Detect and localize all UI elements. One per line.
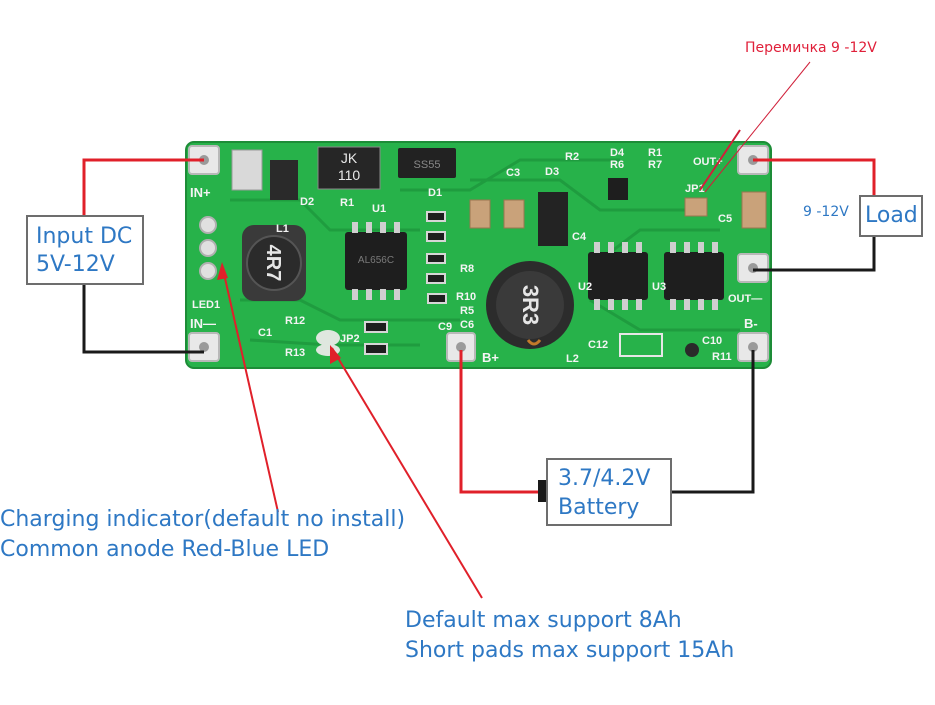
silk-c5: C5 [718, 213, 732, 225]
wire-load-negative [753, 236, 876, 272]
jumper-note: Перемичка 9 -12V [745, 40, 877, 56]
silk-r13: R13 [285, 347, 305, 359]
silk-c4: C4 [572, 231, 587, 243]
silk-r7: R7 [648, 159, 662, 171]
smd-diode [398, 148, 456, 178]
pointer-default-support [331, 347, 483, 599]
silk-r1: R1 [340, 197, 354, 209]
silk-l2: L2 [566, 353, 579, 365]
chip-u1 [345, 232, 407, 290]
silk-c10: C10 [702, 335, 722, 347]
default-support-note: Default max support 8Ah Short pads max s… [405, 606, 734, 666]
silk-l1: L1 [276, 223, 289, 235]
silk-d4: D4 [610, 147, 625, 159]
silk-c9: C9 [438, 321, 452, 333]
chip-u2 [588, 252, 648, 300]
capacitors [469, 191, 767, 229]
battery-line1: 3.7/4.2V [558, 466, 651, 491]
silk-r6: R6 [610, 159, 624, 171]
inductor-l2-marking: 3R3 [518, 285, 543, 325]
wire-load-positive [753, 158, 876, 195]
smd-diode-marking: SS55 [414, 159, 441, 171]
charging-indicator-line1: Charging indicator(default no install) [0, 507, 406, 532]
pointer-charging-indicator [221, 264, 279, 513]
silk-u1: U1 [372, 203, 386, 215]
diode-marking-line2: 110 [338, 167, 361, 183]
pointer-jumper [704, 61, 811, 193]
diode-marking-line1: JK [341, 150, 358, 166]
pointer-jumper-arrow [699, 129, 741, 191]
silk-u3: U3 [652, 281, 666, 293]
silk-u2: U2 [578, 281, 592, 293]
silk-out-minus: OUT— [728, 293, 762, 305]
input-dc-line1: Input DC [36, 224, 133, 249]
default-support-line1: Default max support 8Ah [405, 608, 682, 633]
silk-r8: R8 [460, 263, 474, 275]
load-box: Load [859, 195, 923, 237]
silk-c1: C1 [258, 327, 272, 339]
silk-r11: R11 [712, 351, 732, 363]
silk-r2: R2 [565, 151, 579, 163]
silk-jp2: JP2 [340, 333, 360, 345]
silk-b-minus: B- [744, 316, 758, 331]
silk-d2: D2 [300, 196, 314, 208]
battery-line2: Battery [558, 495, 640, 520]
input-dc-line2: 5V-12V [36, 252, 115, 277]
charging-indicator-note: Charging indicator(default no install) C… [0, 505, 405, 565]
silk-b-plus: B+ [482, 350, 499, 365]
silk-out-plus: OUT+ [693, 156, 723, 168]
wire-battery-positive [459, 350, 540, 494]
silk-c3: C3 [506, 167, 520, 179]
silk-in-plus: IN+ [190, 185, 211, 200]
wire-input-positive [82, 158, 204, 216]
wire-input-negative [82, 284, 204, 354]
silk-c6: C6 [460, 319, 474, 331]
diode-jk110 [318, 147, 380, 189]
silk-jp1: JP1 [685, 183, 705, 195]
load-label: Load [865, 203, 918, 228]
silk-d1: D1 [428, 187, 442, 199]
silk-r12: R12 [285, 315, 305, 327]
silk-r5: R5 [460, 305, 474, 317]
chip-u3 [664, 252, 724, 300]
smd-resistors [364, 211, 447, 355]
wire-battery-negative [672, 350, 755, 494]
silk-r10: R10 [456, 291, 476, 303]
silk-d3: D3 [545, 166, 559, 178]
silk-c12: C12 [588, 339, 608, 351]
battery-terminal [538, 480, 546, 502]
silk-r1b: R1 [648, 147, 662, 159]
load-voltage-label: 9 -12V [803, 204, 849, 220]
default-support-line2: Short pads max support 15Ah [405, 638, 735, 663]
silk-led1: LED1 [192, 299, 220, 311]
battery-box: 3.7/4.2V Battery [546, 458, 672, 526]
chip-u1-marking: AL656C [358, 255, 394, 266]
led-pads [199, 216, 217, 280]
input-dc-box: Input DC 5V-12V [26, 215, 144, 285]
silk-in-minus: IN— [190, 316, 216, 331]
inductor-l1-marking: 4R7 [262, 245, 284, 282]
charging-indicator-line2: Common anode Red-Blue LED [0, 537, 330, 562]
